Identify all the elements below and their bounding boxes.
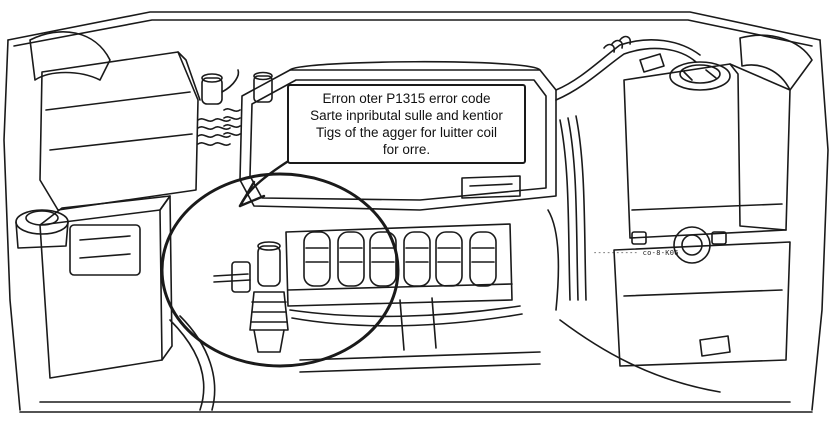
harness-lower [289, 305, 521, 318]
top-sensor-cylinder-top [253, 71, 273, 81]
highlight-circle [160, 172, 400, 368]
engine-cover-vent-line [469, 183, 513, 187]
brake-reservoir-cap-inner [681, 234, 703, 256]
hood-outline [7, 11, 821, 41]
right-low-hose [559, 319, 721, 393]
ignition-coil-6 [469, 231, 497, 287]
small-connector-right [711, 231, 727, 245]
coil-rail [285, 223, 513, 307]
ignition-coil-1 [303, 231, 331, 287]
component-label: ---------- co-8-K06 [593, 249, 679, 257]
hose-bundle-2 [567, 117, 579, 301]
hood-inner-outline [13, 19, 813, 47]
harness-coil-left [197, 118, 231, 146]
center-bracket [399, 297, 437, 351]
relay-wire [221, 69, 240, 93]
air-filter-lid-line [45, 91, 191, 111]
battery-body [39, 209, 163, 379]
right-side-bracket [699, 335, 731, 357]
hose-top-right [555, 39, 701, 91]
coolant-reservoir-side [729, 63, 787, 231]
hose-bundle-1 [559, 119, 571, 301]
coolant-cap-outer [669, 61, 731, 91]
callout-line-2: Sarte inpributal sulle and kentior [310, 108, 503, 123]
callout-line-3: Tigs of the agger for luitter coil [315, 125, 498, 140]
connector-top [639, 53, 665, 73]
coolant-cap-inner [679, 64, 721, 84]
coil-connector-left [231, 261, 251, 293]
air-filter-box [39, 51, 199, 211]
left-reservoir-neck [15, 221, 69, 249]
left-fender [3, 39, 21, 411]
air-filter-clip [177, 51, 201, 101]
battery-terminal-line [79, 235, 131, 259]
removed-ignition-coil [249, 241, 289, 353]
brake-reservoir-cap [673, 226, 711, 264]
battery-terminal-cover [69, 224, 141, 276]
right-strut-tower [739, 34, 813, 91]
hose-bundle-4 [547, 209, 560, 311]
hose-coil [603, 35, 632, 53]
callout-line-1: Erron oter P1315 error code [322, 91, 491, 106]
battery-side [159, 195, 173, 361]
ignition-coil-5 [435, 231, 463, 287]
hose-bundle-3 [575, 115, 587, 301]
ignition-coil-2 [337, 231, 365, 287]
engine-cover-vent [461, 175, 521, 199]
left-strut-tower [29, 31, 111, 81]
coil-rail-lower [287, 283, 513, 291]
right-lower-box-line [623, 289, 783, 297]
air-filter-lid-line-2 [49, 133, 193, 151]
engine-cover-ridge [289, 60, 541, 71]
relay-cylinder [201, 77, 223, 105]
engine-cover [239, 69, 557, 211]
hose-top-right-2 [555, 47, 697, 101]
callout-line-4: for orre. [382, 142, 431, 157]
small-connector-left [631, 231, 647, 245]
lower-left-hose-2 [179, 315, 216, 411]
right-fender [811, 39, 829, 411]
right-lower-box [613, 241, 791, 367]
harness-coil-left-2 [223, 108, 241, 136]
lower-left-hose [169, 319, 205, 411]
relay-cylinder-top [201, 73, 223, 83]
coolant-reservoir-line [631, 203, 783, 211]
front-crossmember-2 [299, 363, 541, 373]
callout-arrowhead [238, 180, 266, 208]
coolant-cap-grip [683, 69, 717, 81]
callout-arrow [238, 158, 292, 208]
front-crossmember [299, 351, 541, 361]
ignition-coil-4 [403, 231, 431, 287]
left-reservoir-cap-inner [25, 210, 59, 226]
callout-box: Erron oter P1315 error code Sarte inprib… [287, 84, 526, 164]
